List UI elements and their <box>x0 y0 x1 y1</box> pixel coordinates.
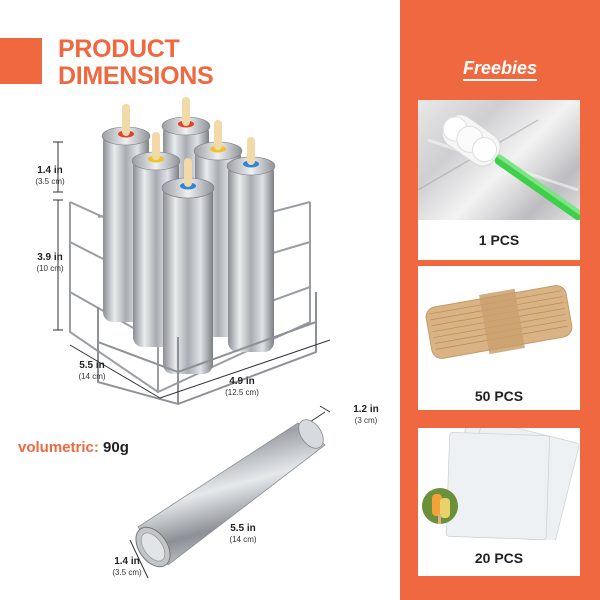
freebies-panel: Freebies 1 PCS <box>400 0 600 600</box>
mold-height-label: 3.9 in (10 cm) <box>36 252 64 273</box>
brush-image <box>418 100 580 220</box>
stick-height-label: 1.4 in (3.5 cm) <box>35 165 65 186</box>
plastic-bags-image <box>418 428 580 540</box>
title-line-2: DIMENSIONS <box>58 62 214 90</box>
accent-block <box>0 38 42 84</box>
popsicle-mold-rack-image <box>69 97 317 406</box>
rack-width-label: 4.9 in (12.5 cm) <box>225 376 259 397</box>
wooden-sticks-image <box>418 266 580 378</box>
page-title: PRODUCT DIMENSIONS <box>58 35 214 90</box>
rack-depth-label: 5.5 in (14 cm) <box>78 360 106 381</box>
tube-diameter-bottom-label: 1.4 in (3.5 cm) <box>112 556 142 577</box>
freebie-card-brush: 1 PCS <box>418 100 580 260</box>
tube-diameter-top-label: 1.2 in (3 cm) <box>353 404 379 425</box>
freebies-title: Freebies <box>400 58 600 81</box>
freebie-card-bags: 20 PCS <box>418 428 580 576</box>
product-dimensions-panel: PRODUCT DIMENSIONS <box>0 35 379 579</box>
sticks-quantity: 50 PCS <box>474 388 524 404</box>
brush-quantity: 1 PCS <box>478 232 520 248</box>
freebie-card-sticks: 50 PCS <box>418 266 580 410</box>
volumetric-key: volumetric: <box>18 439 99 456</box>
tube-length-label: 5.5 in (14 cm) <box>229 523 257 544</box>
bags-quantity: 20 PCS <box>474 550 524 566</box>
volumetric-value: 90g <box>103 439 129 456</box>
title-line-1: PRODUCT <box>58 35 180 63</box>
single-mold-tube-image <box>135 419 326 568</box>
volumetric-label: volumetric: 90g <box>18 439 129 456</box>
